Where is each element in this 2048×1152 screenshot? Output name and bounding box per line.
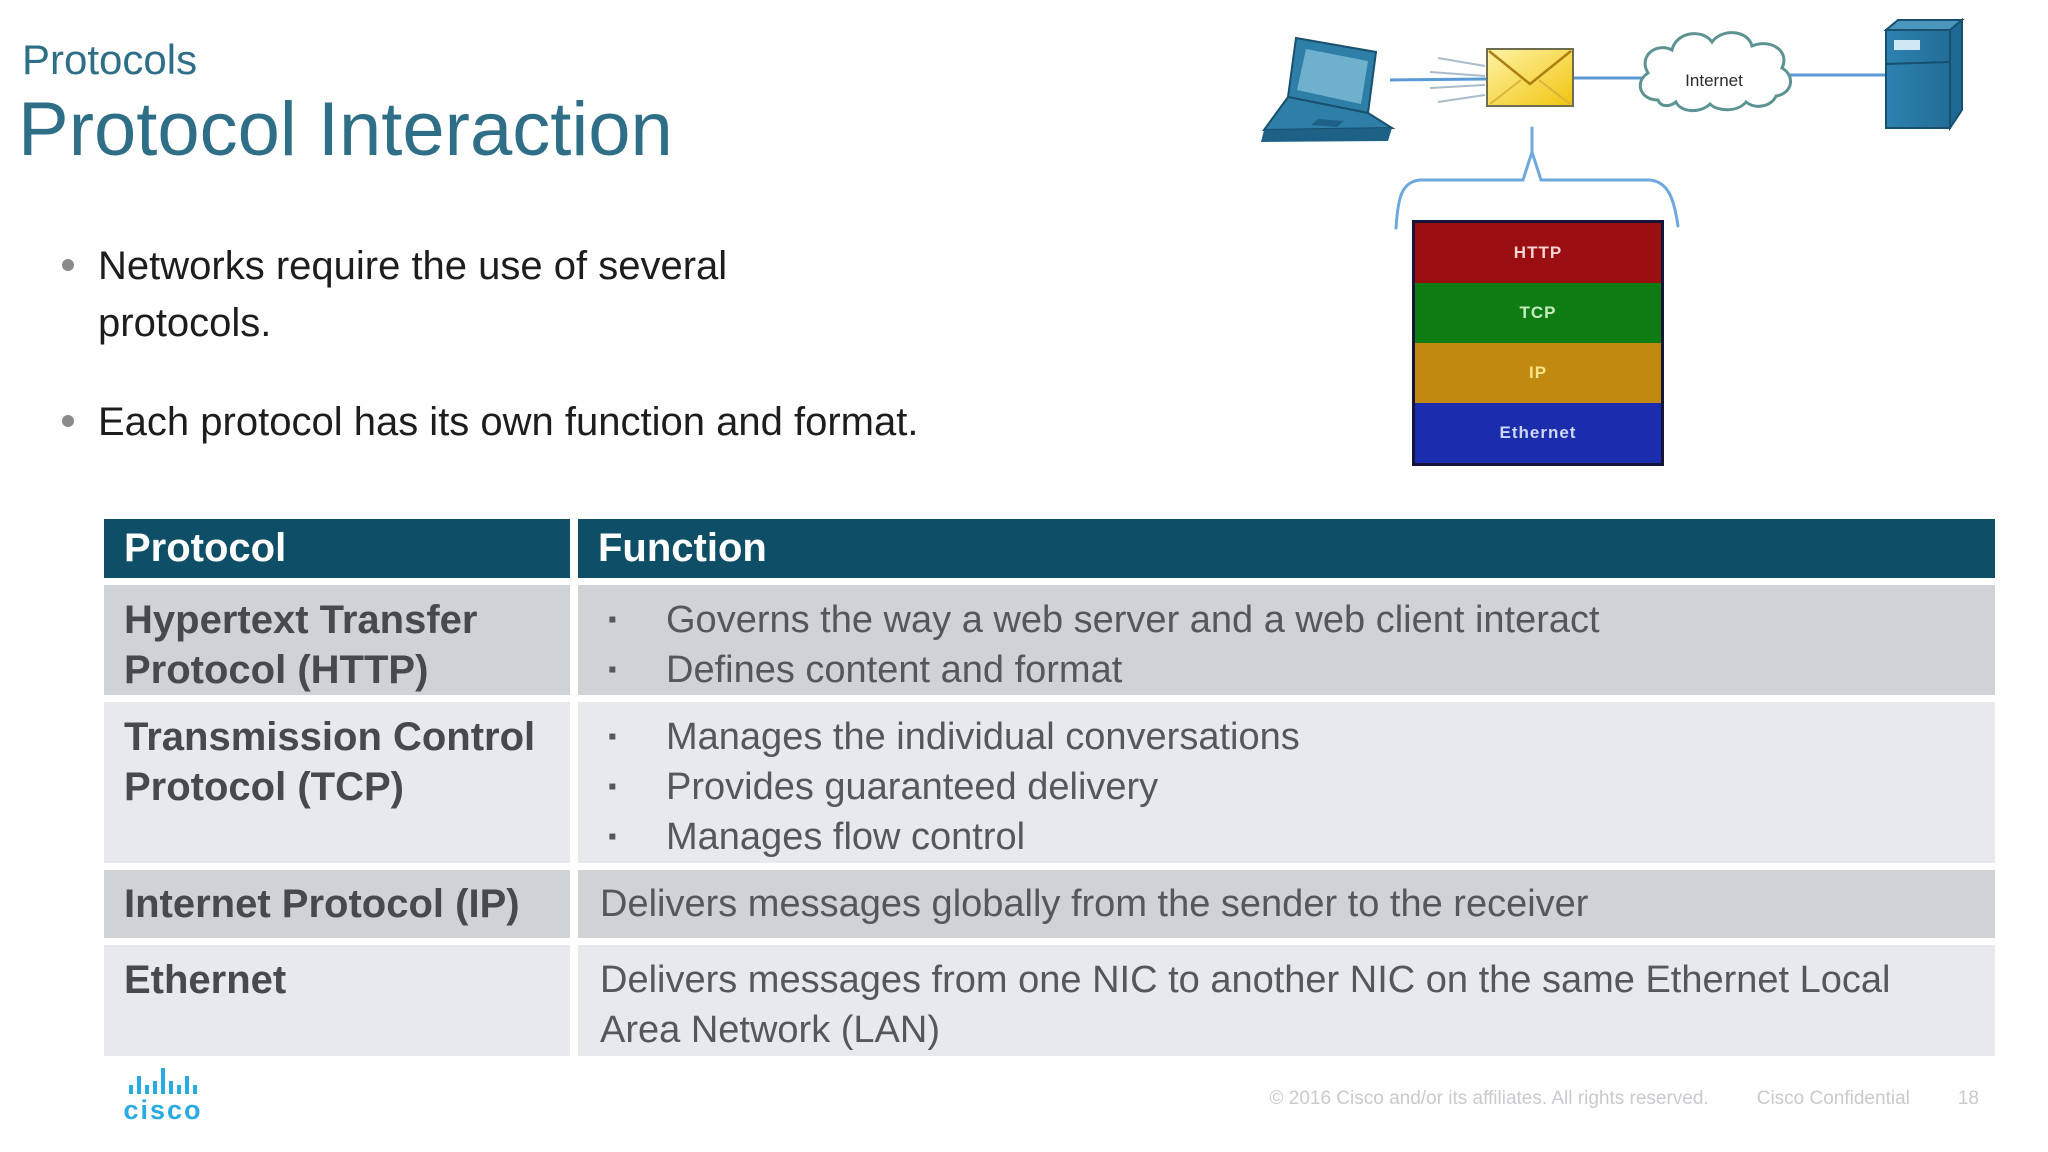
speed-lines-icon bbox=[1429, 57, 1486, 103]
table-header-row: Protocol Function bbox=[104, 519, 1995, 578]
laptop-icon bbox=[1261, 36, 1396, 142]
square-bullet-icon: ▪ bbox=[608, 606, 617, 633]
protocol-cell: Internet Protocol (IP) bbox=[104, 870, 570, 938]
stack-row-http: HTTP bbox=[1415, 223, 1661, 283]
function-text: Provides guaranteed delivery bbox=[666, 766, 1159, 808]
square-bullet-icon: ▪ bbox=[608, 723, 617, 750]
col-header-function: Function bbox=[578, 519, 1995, 578]
stack-row-ip: IP bbox=[1415, 343, 1661, 403]
stack-row-ethernet: Ethernet bbox=[1415, 403, 1661, 463]
table-row-ip: Internet Protocol (IP) Delivers messages… bbox=[104, 870, 1995, 938]
page-title: Protocol Interaction bbox=[18, 87, 673, 172]
function-cell: ▪ Manages the individual conversations ▪… bbox=[578, 702, 1995, 863]
confidential-text: Cisco Confidential bbox=[1756, 1088, 1910, 1109]
function-text: Delivers messages from one NIC to anothe… bbox=[600, 959, 1891, 1051]
internet-cloud-icon: Internet bbox=[1638, 31, 1792, 112]
cisco-logo-bars-icon bbox=[108, 1066, 218, 1094]
cisco-logo: cisco bbox=[108, 1066, 218, 1126]
square-bullet-icon: ▪ bbox=[608, 823, 617, 850]
function-item: ▪ Manages the individual conversations bbox=[578, 712, 1995, 762]
function-item: ▪ Manages flow control bbox=[578, 812, 1995, 862]
function-text: Manages the individual conversations bbox=[666, 716, 1300, 758]
function-text: Defines content and format bbox=[666, 649, 1123, 691]
connection-lines bbox=[1389, 73, 1888, 82]
bullet-text: Each protocol has its own function and f… bbox=[98, 400, 919, 444]
function-cell: ▪ Governs the way a web server and a web… bbox=[578, 585, 1995, 695]
protocol-stack: HTTP TCP IP Ethernet bbox=[1412, 220, 1664, 466]
square-bullet-icon: ▪ bbox=[608, 656, 617, 683]
bullet-dot-icon bbox=[62, 415, 74, 427]
slide-eyebrow: Protocols bbox=[22, 36, 198, 83]
cisco-logo-text: cisco bbox=[123, 1095, 203, 1125]
col-header-protocol: Protocol bbox=[104, 519, 570, 578]
function-item: ▪ Defines content and format bbox=[578, 645, 1995, 695]
function-cell: Delivers messages from one NIC to anothe… bbox=[578, 945, 1995, 1056]
protocol-cell: Hypertext Transfer Protocol (HTTP) bbox=[104, 585, 570, 695]
protocol-cell: Ethernet bbox=[104, 945, 570, 1056]
function-item: ▪ Provides guaranteed delivery bbox=[578, 762, 1995, 812]
stack-row-tcp: TCP bbox=[1415, 283, 1661, 343]
table-row-ethernet: Ethernet Delivers messages from one NIC … bbox=[104, 945, 1995, 1056]
bullet-dot-icon bbox=[62, 259, 74, 271]
function-text: Governs the way a web server and a web c… bbox=[666, 599, 1600, 641]
bullet-item: Each protocol has its own function and f… bbox=[62, 394, 918, 451]
bullet-item: Networks require the use of several prot… bbox=[62, 238, 918, 352]
bullet-text: Networks require the use of several prot… bbox=[98, 244, 728, 345]
server-icon bbox=[1883, 17, 1965, 132]
envelope-icon bbox=[1486, 48, 1574, 107]
slide-footer: © 2016 Cisco and/or its affiliates. All … bbox=[1269, 1088, 1979, 1110]
internet-label: Internet bbox=[1685, 71, 1743, 90]
function-cell: Delivers messages globally from the send… bbox=[578, 870, 1995, 938]
table-row-tcp: Transmission Control Protocol (TCP) ▪ Ma… bbox=[104, 702, 1995, 863]
copyright-text: © 2016 Cisco and/or its affiliates. All … bbox=[1269, 1088, 1709, 1109]
network-diagram: Internet bbox=[1261, 17, 1965, 230]
function-item: ▪ Governs the way a web server and a web… bbox=[578, 595, 1995, 645]
protocol-cell: Transmission Control Protocol (TCP) bbox=[104, 702, 570, 863]
square-bullet-icon: ▪ bbox=[608, 773, 617, 800]
bullet-list: Networks require the use of several prot… bbox=[62, 238, 918, 451]
table-row-http: Hypertext Transfer Protocol (HTTP) ▪ Gov… bbox=[104, 585, 1995, 695]
page-number: 18 bbox=[1957, 1088, 1979, 1109]
protocol-table: Protocol Function Hypertext Transfer Pro… bbox=[104, 519, 1995, 1056]
function-text: Delivers messages globally from the send… bbox=[600, 883, 1589, 925]
function-text: Manages flow control bbox=[666, 816, 1026, 858]
brace-icon bbox=[1394, 126, 1680, 230]
